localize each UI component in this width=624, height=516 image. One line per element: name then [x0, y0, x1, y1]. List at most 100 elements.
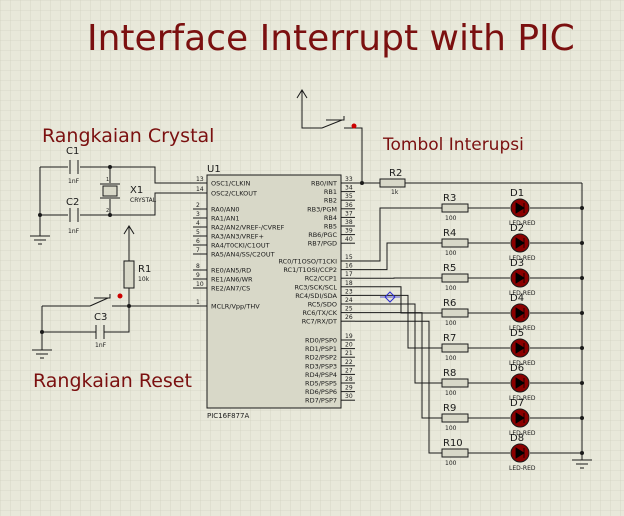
led-row-3-resistor-ref: R5 — [443, 263, 456, 274]
right-pin-18-name: RC3/SCK/SCL — [295, 283, 338, 291]
left-pin-5-number: 5 — [196, 229, 200, 236]
right-pin-19-name: RD0/PSP0 — [305, 337, 337, 345]
c3-value: 1nF — [95, 342, 107, 349]
led-row-5-resistor-value: 100 — [445, 355, 457, 362]
reset-section-label: Rangkaian Reset — [33, 370, 192, 392]
led-row-8-resistor — [441, 448, 469, 458]
left-pin-8-name: RE0/AN5/RD — [211, 267, 251, 275]
right-pin-25-number: 25 — [345, 306, 353, 313]
x1-pin2: 2 — [106, 208, 109, 214]
left-pin-7-name: RA5/AN4/SS/C2OUT — [211, 251, 275, 259]
left-pin-3-name: RA1/AN1 — [211, 215, 239, 223]
led-row-3-diode-symbol — [515, 272, 525, 284]
int-junction — [360, 181, 364, 185]
left-pin-9-number: 9 — [196, 272, 200, 279]
led-row-1-resistor-ref: R3 — [443, 193, 456, 204]
reset-button-dot — [117, 293, 123, 299]
crystal-junction-bottom — [108, 213, 112, 217]
led-row-3-resistor-value: 100 — [445, 285, 457, 292]
crystal-wire-bottom — [40, 192, 193, 216]
led-row-7-diode-symbol — [515, 412, 525, 424]
led-row-7-led-value: LED-RED — [509, 430, 536, 437]
led-row-5-resistor-ref: R7 — [443, 333, 456, 344]
right-pin-29-number: 29 — [345, 385, 353, 392]
r1-body — [123, 260, 135, 289]
crystal-x1-plates — [100, 183, 120, 199]
c3-ref: C3 — [94, 312, 107, 323]
led-row-5-led-value: LED-RED — [509, 360, 536, 367]
led-row-8-resistor-value: 100 — [445, 460, 457, 467]
led-row-7-resistor-ref: R9 — [443, 403, 456, 414]
led-row-4-resistor-ref: R6 — [443, 298, 456, 309]
right-pin-17-number: 17 — [345, 271, 353, 278]
left-pin-2-name: RA0/AN0 — [211, 206, 239, 214]
right-pin-28-number: 28 — [345, 376, 353, 383]
right-pin-26-number: 26 — [345, 314, 353, 321]
r1-ref: R1 — [138, 264, 151, 275]
led-row-6-resistor-value: 100 — [445, 390, 457, 397]
diagram-title: Interface Interrupt with PIC — [87, 18, 575, 59]
x1-value: CRYSTAL — [130, 197, 157, 204]
led-row-4-diode-symbol — [515, 307, 525, 319]
probe-marker — [380, 291, 400, 303]
right-pin-37-name: RB4 — [324, 214, 337, 222]
left-pin-1-name: MCLR/Vpp/THV — [211, 303, 260, 311]
left-pin-13-name: OSC1/CLKIN — [211, 180, 250, 188]
left-pin-6-number: 6 — [196, 238, 200, 245]
led-row-8-led-ref: D8 — [510, 433, 524, 444]
r2-value: 1k — [391, 189, 399, 196]
led-row-6-led-ref: D6 — [510, 363, 524, 374]
right-pin-26-name: RC7/RX/DT — [302, 318, 337, 326]
reset-ground — [32, 332, 52, 359]
c1-ref: C1 — [66, 146, 79, 157]
right-pin-36-number: 36 — [345, 202, 353, 209]
right-pin-37-number: 37 — [345, 210, 353, 217]
led-row-1-resistor — [441, 203, 469, 213]
led-row-1-resistor-value: 100 — [445, 215, 457, 222]
led-row-3-junction — [580, 276, 584, 280]
right-pin-18-number: 18 — [345, 280, 353, 287]
right-pin-40-number: 40 — [345, 236, 353, 243]
led-row-1-led-ref: D1 — [510, 188, 524, 199]
right-pin-15-number: 15 — [345, 254, 353, 261]
reset-button-contact — [89, 294, 111, 307]
led-row-4-resistor-value: 100 — [445, 320, 457, 327]
led-row-6-led-value: LED-RED — [509, 395, 536, 402]
left-pin-1-number: 1 — [196, 299, 200, 306]
crystal-junction-top — [108, 165, 112, 169]
x1-ref: X1 — [130, 185, 143, 196]
left-pin-2-number: 2 — [196, 202, 200, 209]
int-button-contact — [321, 116, 345, 129]
right-pin-38-name: RB5 — [324, 223, 337, 231]
right-pin-20-name: RD1/PSP1 — [305, 345, 337, 353]
right-pin-35-number: 35 — [345, 193, 353, 200]
right-pin-27-number: 27 — [345, 367, 353, 374]
r2-ref: R2 — [389, 168, 402, 179]
c2-plates — [69, 208, 79, 222]
mcu-ref: U1 — [207, 164, 221, 175]
left-pin-7-number: 7 — [196, 247, 200, 254]
left-pin-13-number: 13 — [196, 176, 204, 183]
led-row-8-diode-symbol — [515, 447, 525, 459]
led-row-6-diode-symbol — [515, 377, 525, 389]
right-pin-30-name: RD7/PSP7 — [305, 397, 337, 405]
led-row-4-led-ref: D4 — [510, 293, 524, 304]
right-pin-28-name: RD5/PSP5 — [305, 380, 337, 388]
crystal-section-label: Rangkaian Crystal — [42, 125, 214, 147]
right-pin-30-number: 30 — [345, 393, 353, 400]
right-pin-15-name: RC0/T1OSO/T1CKI — [278, 258, 337, 266]
r2-body — [379, 178, 406, 188]
led-row-2-diode-symbol — [515, 237, 525, 249]
led-row-1-diode-symbol — [515, 202, 525, 214]
led-row-7-led-ref: D7 — [510, 398, 524, 409]
int-vcc-arrow — [296, 89, 308, 100]
led-row-8-resistor-ref: R10 — [443, 438, 463, 449]
right-pin-20-number: 20 — [345, 342, 353, 349]
led-row-2-resistor — [441, 238, 469, 248]
left-pin-6-name: RA4/T0CKI/C1OUT — [211, 242, 270, 250]
right-pin-21-number: 21 — [345, 350, 353, 357]
right-pin-24-name: RC5/SDO — [308, 301, 337, 309]
right-pin-29-name: RD6/PSP6 — [305, 388, 337, 396]
crystal-rail-junction — [38, 213, 42, 217]
